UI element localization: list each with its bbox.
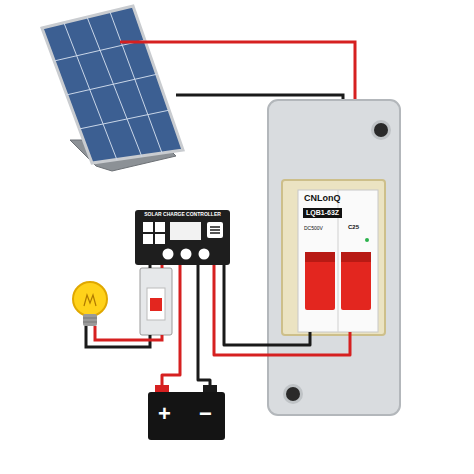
breaker-body xyxy=(341,252,371,262)
breaker-housing xyxy=(268,100,400,415)
breaker-body xyxy=(298,190,378,332)
panel-wire xyxy=(120,42,355,100)
light-bulb xyxy=(73,282,107,326)
panel-wire xyxy=(120,42,355,100)
light-bulb xyxy=(83,318,97,319)
breaker-housing xyxy=(268,100,400,415)
small-breaker-wire xyxy=(95,326,162,340)
charge-controller-body xyxy=(199,249,210,260)
breaker-body xyxy=(365,238,369,242)
controller-label: SOLAR CHARGE CONTROLLER xyxy=(135,212,230,218)
small-breaker xyxy=(150,298,162,311)
dc-breaker: CNLonQ LQB1-63Z C25 DC500V xyxy=(298,190,378,332)
light-bulb xyxy=(73,282,107,316)
wire-connector xyxy=(214,265,350,355)
charge-controller-body xyxy=(210,232,220,234)
wire-connector xyxy=(198,265,210,392)
charge-controller-body xyxy=(170,222,201,240)
breaker-housing xyxy=(374,123,388,137)
charge-controller-body xyxy=(143,234,153,244)
breaker-body xyxy=(341,252,371,310)
brand-name: CNLonQ xyxy=(304,194,341,204)
breaker-body xyxy=(305,252,335,310)
small-breaker xyxy=(140,268,172,335)
breaker-housing xyxy=(283,384,303,404)
breaker-body xyxy=(298,190,378,332)
breaker-housing xyxy=(286,387,300,401)
light-bulb xyxy=(83,322,97,323)
solar-panel xyxy=(42,6,183,171)
breaker-housing xyxy=(371,120,391,140)
small-breaker-wire xyxy=(149,265,152,268)
solar-panel xyxy=(110,12,162,153)
solar-panel xyxy=(66,74,158,95)
small-breaker-wire xyxy=(161,265,164,268)
charge-controller-body xyxy=(163,249,174,260)
charge-controller-body xyxy=(181,249,192,260)
charge-controller-body xyxy=(155,234,165,244)
solar-panel xyxy=(79,110,170,129)
breaker-body xyxy=(305,252,335,262)
charge-controller-body xyxy=(207,222,223,238)
wire-connector xyxy=(224,265,310,345)
charge-controller-body xyxy=(210,229,220,231)
light-bulb xyxy=(83,314,97,326)
charge-controller-body xyxy=(143,222,153,232)
charge-controller-body xyxy=(155,222,165,232)
breaker-housing xyxy=(282,180,385,335)
small-breaker xyxy=(140,268,172,335)
solar-panel xyxy=(87,17,142,157)
positive-sign: + xyxy=(158,402,171,426)
charge-controller: SOLAR CHARGE CONTROLLER xyxy=(135,210,232,265)
wire-connector xyxy=(162,265,180,392)
solar-panel xyxy=(42,6,183,163)
current-rating: C25 xyxy=(348,224,359,231)
battery: +− xyxy=(148,392,225,440)
voltage-rating: DC500V xyxy=(304,226,323,232)
small-breaker xyxy=(147,288,165,320)
charge-controller-body xyxy=(135,210,230,265)
negative-sign: − xyxy=(199,402,212,426)
light-bulb xyxy=(84,295,96,306)
model-number: LQB1-63Z xyxy=(303,208,342,218)
charge-controller-body xyxy=(135,210,230,265)
solar-panel xyxy=(64,23,117,160)
charge-controller-body xyxy=(210,226,220,228)
